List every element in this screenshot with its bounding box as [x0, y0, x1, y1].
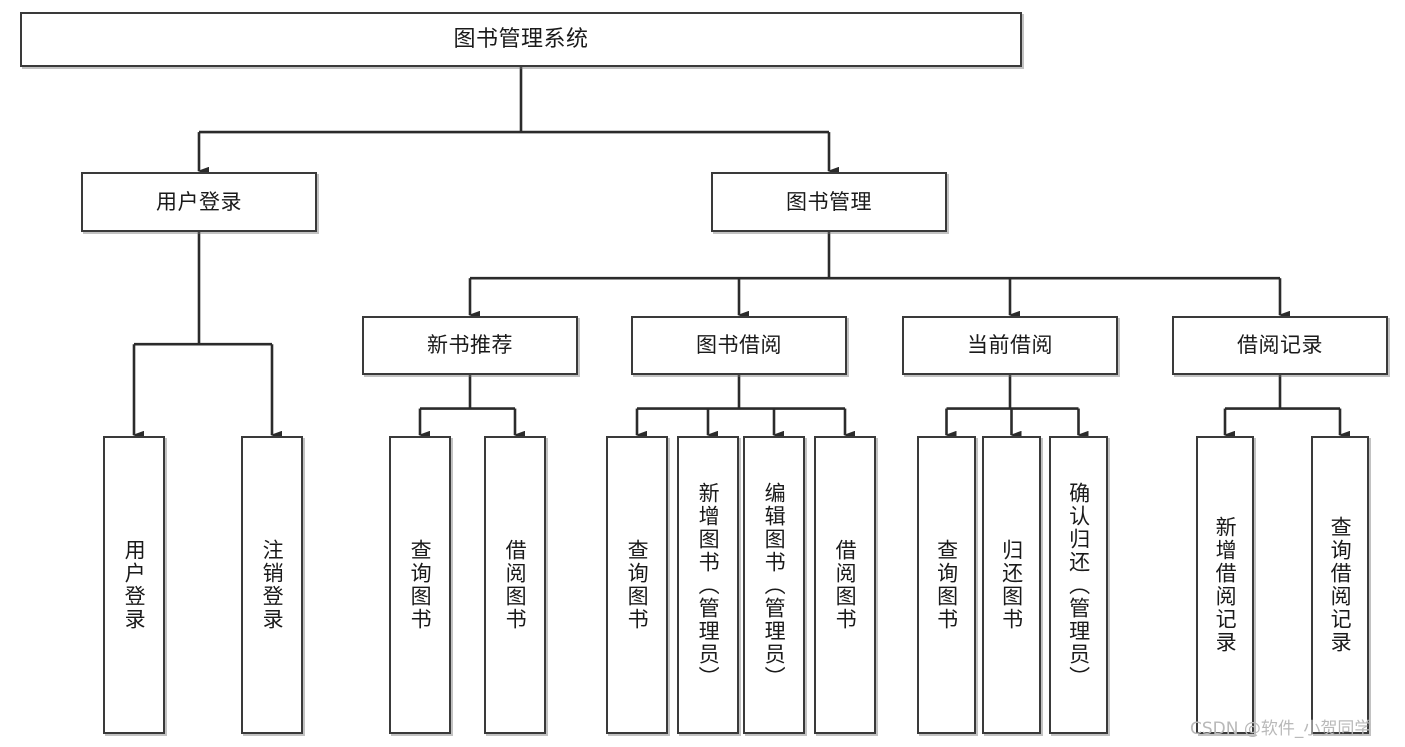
node-label: 归还图书 [999, 539, 1024, 631]
node-leaf-query-book-1[interactable]: 查询图书 [389, 436, 451, 734]
node-label: 图书管理 [786, 189, 872, 214]
node-book-management[interactable]: 图书管理 [711, 172, 947, 232]
node-leaf-add-record[interactable]: 新增借阅记录 [1196, 436, 1254, 734]
node-label: 用户登录 [156, 189, 242, 214]
node-book-borrow[interactable]: 图书借阅 [631, 316, 847, 375]
node-new-book-recommend[interactable]: 新书推荐 [362, 316, 578, 375]
node-label: 注销登录 [260, 539, 285, 631]
node-label: 当前借阅 [967, 333, 1053, 358]
node-borrow-record[interactable]: 借阅记录 [1172, 316, 1388, 375]
node-label: 新增借阅记录 [1213, 516, 1238, 654]
node-label: 编辑图书（管理员） [762, 481, 787, 689]
node-label: 查询借阅记录 [1328, 516, 1353, 654]
node-label: 新增图书（管理员） [696, 481, 721, 689]
node-leaf-confirm-return[interactable]: 确认归还（管理员） [1049, 436, 1108, 734]
node-leaf-logout[interactable]: 注销登录 [241, 436, 303, 734]
node-user-login[interactable]: 用户登录 [81, 172, 317, 232]
node-label: 图书管理系统 [453, 26, 589, 52]
node-label: 借阅记录 [1237, 333, 1323, 358]
node-current-borrow[interactable]: 当前借阅 [902, 316, 1118, 375]
node-label: 确认归还（管理员） [1066, 481, 1091, 689]
node-label: 用户登录 [122, 539, 147, 631]
node-leaf-add-book[interactable]: 新增图书（管理员） [677, 436, 739, 734]
node-label: 借阅图书 [503, 539, 528, 631]
node-label: 新书推荐 [427, 333, 513, 358]
node-root-system[interactable]: 图书管理系统 [20, 12, 1022, 67]
node-label: 查询图书 [408, 539, 433, 631]
node-leaf-query-book-2[interactable]: 查询图书 [606, 436, 668, 734]
node-label: 查询图书 [934, 539, 959, 631]
node-leaf-borrow-book-1[interactable]: 借阅图书 [484, 436, 546, 734]
node-label: 图书借阅 [696, 333, 782, 358]
node-leaf-user-login[interactable]: 用户登录 [103, 436, 165, 734]
node-label: 借阅图书 [833, 539, 858, 631]
node-leaf-borrow-book-2[interactable]: 借阅图书 [814, 436, 876, 734]
node-leaf-edit-book[interactable]: 编辑图书（管理员） [743, 436, 805, 734]
watermark-text: CSDN @软件_小贺同学 [1190, 719, 1372, 739]
node-leaf-query-book-3[interactable]: 查询图书 [917, 436, 976, 734]
node-leaf-query-record[interactable]: 查询借阅记录 [1311, 436, 1369, 734]
node-leaf-return-book[interactable]: 归还图书 [982, 436, 1041, 734]
node-label: 查询图书 [625, 539, 650, 631]
